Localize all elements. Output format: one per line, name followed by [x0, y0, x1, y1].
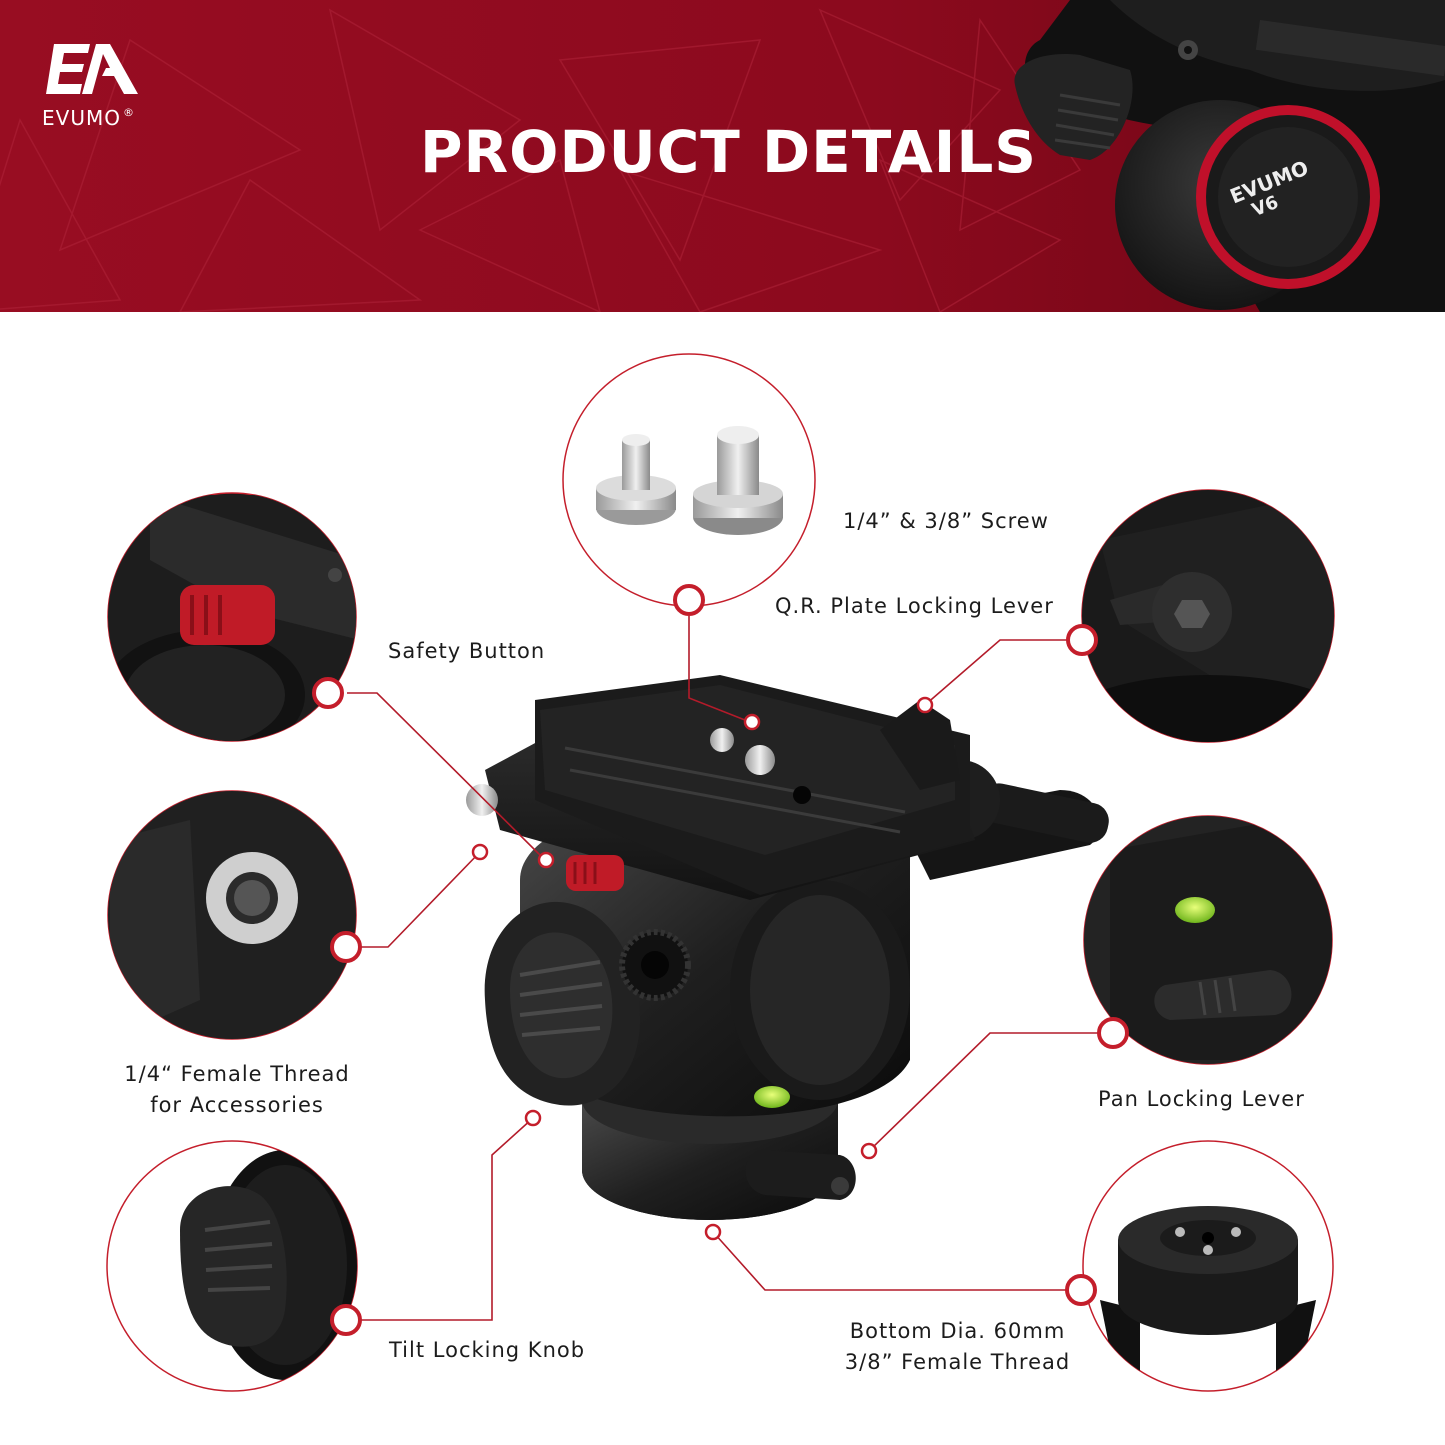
page-title: PRODUCT DETAILS: [420, 118, 1038, 186]
label-bottom-line2: 3/8” Female Thread: [844, 1350, 1071, 1374]
registered-mark: ®: [122, 106, 135, 119]
label-tilt-locking-knob: Tilt Locking Knob: [389, 1338, 586, 1362]
detail-circle-tilt-knob: [106, 1140, 358, 1392]
detail-circle-safety-button: [107, 492, 357, 742]
label-female-thread-line2: for Accessories: [150, 1093, 324, 1117]
callout-connectors: [347, 616, 1111, 1321]
label-safety-button: Safety Button: [388, 639, 546, 663]
label-screw: 1/4” & 3/8” Screw: [843, 509, 1049, 533]
fluid-head-main: [466, 675, 1109, 1220]
detail-circle-qr-plate-lever: [1081, 489, 1335, 743]
detail-circle-female-thread: [107, 790, 357, 1040]
callout-markers: [312, 584, 1129, 1336]
detail-circle-screws: [562, 353, 816, 607]
label-bottom: Bottom Dia. 60mm 3/8” Female Thread: [830, 1316, 1085, 1378]
marker-qr-plate: [1066, 624, 1098, 656]
hero-fluid-head-image: EVUMO V6: [1000, 0, 1445, 312]
marker-screw: [673, 584, 705, 616]
marker-bottom: [1065, 1274, 1097, 1306]
marker-female-thread: [330, 931, 362, 963]
product-diagram: [106, 353, 1335, 1392]
label-qr-plate-lever: Q.R. Plate Locking Lever: [775, 594, 1054, 618]
label-bottom-line1: Bottom Dia. 60mm: [849, 1319, 1066, 1343]
label-female-thread-line1: 1/4“ Female Thread: [124, 1062, 350, 1086]
marker-tilt: [330, 1304, 362, 1336]
marker-pan: [1097, 1017, 1129, 1049]
marker-safety: [312, 677, 344, 709]
callout-endpoint-dots: [471, 696, 934, 1241]
detail-circle-pan-lever: [1083, 815, 1333, 1065]
brand-name: EVUMO®: [42, 106, 135, 130]
label-female-thread: 1/4“ Female Thread for Accessories: [112, 1059, 362, 1121]
brand-name-text: EVUMO: [42, 106, 121, 130]
header-banner: EVUMO® PRODUCT DETAILS: [0, 0, 1445, 312]
label-pan-locking-lever: Pan Locking Lever: [1098, 1087, 1305, 1111]
detail-circle-bottom: [1082, 1140, 1334, 1392]
hero-fluid-head-illustration: [1014, 0, 1445, 312]
evumo-logo-icon: [46, 44, 138, 94]
